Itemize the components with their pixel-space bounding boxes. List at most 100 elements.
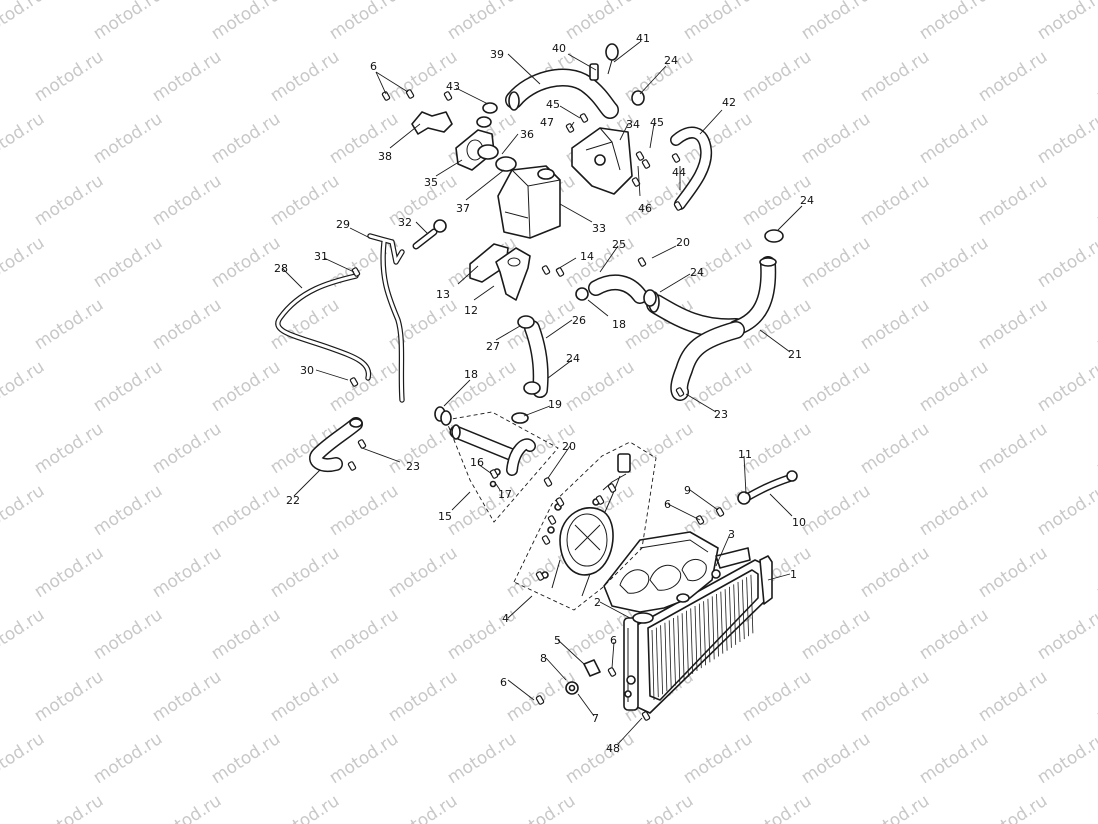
- callout-39: 39: [490, 48, 504, 61]
- o-rings: [434, 287, 589, 426]
- fan-shroud: [603, 531, 751, 613]
- callout-10: 10: [792, 516, 806, 529]
- part-12-13: [469, 243, 531, 301]
- callout-36: 36: [520, 128, 534, 141]
- callout-42: 42: [722, 96, 736, 109]
- part-10-11: [737, 470, 798, 505]
- callout-labels: 1 2 3 4 5 6 6 6 6 7 8 9 10 11 12 13 14 1…: [274, 32, 814, 755]
- part-43: [476, 102, 498, 128]
- bolt-icon: [357, 439, 367, 449]
- callout-19: 19: [548, 398, 562, 411]
- callout-15: 15: [438, 510, 452, 523]
- bolt-icon: [541, 265, 551, 275]
- bolt-icon: [637, 257, 647, 267]
- callout-24-mid: 24: [690, 266, 704, 279]
- leader-lines: [281, 41, 803, 745]
- callout-13: 13: [436, 288, 450, 301]
- callout-27: 27: [486, 340, 500, 353]
- callout-6-left: 6: [500, 676, 507, 689]
- callout-31: 31: [314, 250, 328, 263]
- callout-16: 16: [470, 456, 484, 469]
- pipe-28: [275, 273, 372, 381]
- bolt-icon: [541, 535, 551, 545]
- bolt-icon: [405, 89, 415, 99]
- callout-23-left: 23: [406, 460, 420, 473]
- part-32: [412, 219, 447, 250]
- callout-23-right: 23: [714, 408, 728, 421]
- bolt-icon: [535, 695, 545, 705]
- callout-24-low: 24: [566, 352, 580, 365]
- bolt-icon: [607, 667, 617, 677]
- pipe-29: [367, 233, 405, 403]
- bolt-icon: [381, 91, 391, 101]
- callout-14: 14: [580, 250, 594, 263]
- callout-30: 30: [300, 364, 314, 377]
- callout-6-mid: 6: [664, 498, 671, 511]
- callout-2: 2: [594, 596, 601, 609]
- callout-12: 12: [464, 304, 478, 317]
- bolt-icon: [641, 711, 651, 721]
- callout-17: 17: [498, 488, 512, 501]
- callout-45-right: 45: [650, 116, 664, 129]
- callout-9: 9: [684, 484, 691, 497]
- bolt-icon: [543, 477, 553, 487]
- bolt-icon: [555, 267, 565, 277]
- callout-22: 22: [286, 494, 300, 507]
- callout-4: 4: [502, 612, 509, 625]
- bolt-icon: [579, 113, 589, 123]
- bolt-icon: [535, 571, 545, 581]
- coolant-pipe-assembly: [445, 411, 559, 523]
- hose-39: [505, 68, 619, 119]
- bolt-icon: [673, 201, 683, 211]
- bracket-38: [411, 111, 453, 135]
- hose-clamps: [517, 90, 784, 395]
- bolt-icon: [351, 267, 361, 277]
- hose-22: [309, 417, 363, 472]
- callout-35: 35: [424, 176, 438, 189]
- callout-28: 28: [274, 262, 288, 275]
- bolt-icon: [555, 497, 565, 507]
- bolt-icon: [635, 151, 645, 161]
- callout-24-right: 24: [800, 194, 814, 207]
- callout-38: 38: [378, 150, 392, 163]
- callout-34: 34: [626, 118, 640, 131]
- callout-43: 43: [446, 80, 460, 93]
- radiator: [623, 555, 773, 714]
- bolt-icon: [595, 495, 605, 505]
- bolt-icon: [349, 377, 359, 387]
- hose-26: [524, 320, 549, 398]
- callout-1: 1: [790, 568, 797, 581]
- callout-46: 46: [638, 202, 652, 215]
- callout-20-top: 20: [676, 236, 690, 249]
- bolt-icon: [347, 461, 357, 471]
- mount-rubbers: [565, 659, 601, 695]
- callout-24-top: 24: [664, 54, 678, 67]
- hose-21: [646, 256, 777, 401]
- thermostat: [477, 144, 517, 172]
- callout-41: 41: [636, 32, 650, 45]
- small-hardware: [347, 89, 725, 721]
- bolt-icon: [675, 387, 685, 397]
- callout-40: 40: [552, 42, 566, 55]
- thermostat-housing: [571, 127, 633, 195]
- callout-48: 48: [606, 742, 620, 755]
- callout-45-left: 45: [546, 98, 560, 111]
- bolt-icon: [547, 515, 557, 525]
- callout-18-left: 18: [464, 368, 478, 381]
- hose-42: [670, 126, 713, 210]
- bolt-icon: [641, 159, 651, 169]
- bolt-icon: [443, 91, 453, 101]
- bolt-icon: [671, 153, 681, 163]
- callout-33: 33: [592, 222, 606, 235]
- callout-44: 44: [672, 166, 686, 179]
- expansion-tank: [497, 165, 561, 239]
- filler-neck: [632, 593, 690, 624]
- callout-47: 47: [540, 116, 554, 129]
- bolt-icon: [715, 507, 725, 517]
- callout-6-top: 6: [370, 60, 377, 73]
- callout-25: 25: [612, 238, 626, 251]
- bolt-icon: [489, 469, 499, 479]
- callout-26: 26: [572, 314, 586, 327]
- bolt-icon: [607, 483, 617, 493]
